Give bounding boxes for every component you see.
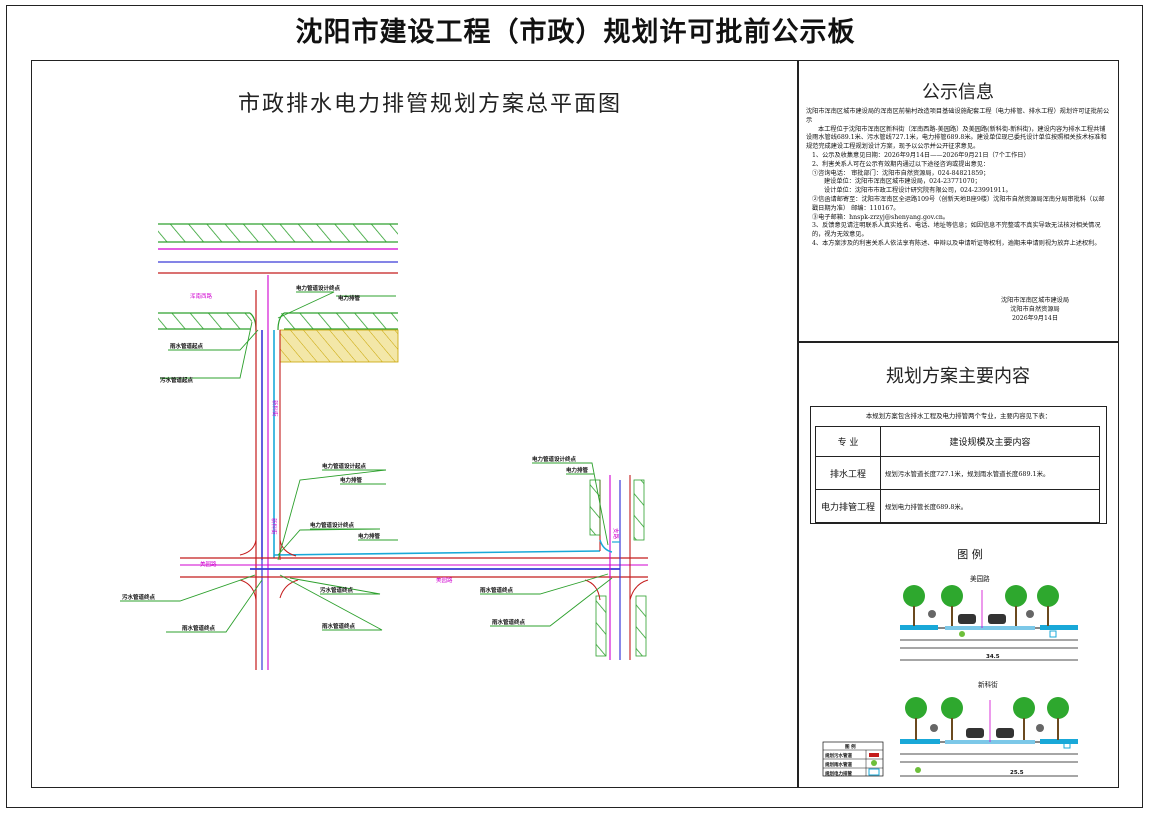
table-cell-major: 电力排管工程 [815, 489, 881, 523]
panel-divider-horizontal [797, 341, 1119, 343]
road-label-meiyuan-east: 美园路 [436, 576, 453, 584]
road-branch [589, 475, 647, 660]
road-label-meiyuan-west: 美园路 [200, 560, 217, 568]
legend-key-table: 图 例 规划污水管道 规划雨水管道 规划电力排管 [822, 741, 884, 777]
legend-title: 图 例 [957, 548, 983, 561]
board-inner-frame [31, 60, 1119, 788]
notice-item2e: ③电子邮箱：hnspk-zrzyj@shenyang.gov.cn。 [812, 213, 949, 221]
notice-item2a: ①咨询电话： 审批部门：沈阳市自然资源局，024-84821859； [812, 169, 990, 177]
notice-sign-date: 2026年9月14日 [1011, 315, 1059, 322]
green-belt-middle [158, 312, 399, 363]
content-title: 规划方案主要内容 [886, 366, 1030, 387]
table-row: 电力排管工程 规划电力排管长度689.8米。 [815, 489, 1100, 523]
notice-item2c: 设计单位：沈阳市市政工程设计研究院有限公司，024-23991911。 [824, 187, 1012, 195]
content-table: 专 业 建设规模及主要内容 排水工程 规划污水管道长度727.1米，规划雨水管道… [815, 426, 1100, 523]
legend-section-xinke-label: 新科街 [978, 681, 998, 689]
label-rain-start-1: 雨水管道起点 [170, 342, 204, 350]
legend-key-sewage: 规划污水管道 [825, 752, 852, 759]
table-row: 排水工程 规划污水管道长度727.1米，规划雨水管道长度689.1米。 [815, 456, 1100, 490]
plan-title: 市政排水电力排管规划方案总平面图 [237, 92, 622, 117]
table-cell-desc: 规划电力排管长度689.8米。 [880, 489, 1100, 523]
notice-sign-2: 沈阳市自然资源局 [1010, 306, 1060, 313]
label-rain-end-3: 雨水管道终点 [480, 586, 514, 594]
legend-key-rain: 规划雨水管道 [825, 761, 852, 768]
road-label-hunnan-west: 浑南西路 [190, 292, 213, 300]
cross-section-meiyuan: 34.5 [900, 585, 1078, 661]
notice-item4: 4、本方案涉及的利害关系人依法享有陈述、申辩以及申请听证等权利，逾期未申请则视为… [812, 239, 1101, 247]
table-header-row: 专 业 建设规模及主要内容 [815, 426, 1100, 457]
content-box [810, 406, 1107, 524]
table-cell-major: 排水工程 [815, 456, 881, 490]
label-sewage-start-1: 污水管道起点 [160, 376, 194, 384]
intersection-curves [239, 539, 649, 601]
table-cell-desc: 规划污水管道长度727.1米，规划雨水管道长度689.1米。 [880, 456, 1100, 490]
legend-section-meiyuan-label: 美园路 [970, 575, 990, 583]
table-header-major: 专 业 [815, 426, 881, 457]
legend-swatch-rain [871, 760, 877, 766]
label-power-design-end-2: 电力管道设计终点 [310, 521, 355, 529]
notice-body: 沈阳市浑南区城市建设局的浑南区前榆村改造项目基础设施配套工程（电力排管、排水工程… [806, 108, 1110, 249]
label-rain-end-4: 雨水管道终点 [492, 618, 526, 626]
notice-signature: 沈阳市浑南区城市建设局 沈阳市自然资源局 2026年9月14日 [960, 296, 1110, 323]
label-power-design-end-3: 电力管道设计终点 [532, 455, 577, 463]
panel-divider-vertical [797, 60, 799, 788]
board-outer-frame [6, 5, 1143, 808]
table-header-scale: 建设规模及主要内容 [880, 426, 1100, 457]
leader-lines [120, 291, 613, 633]
cross-section-xinke: 25.5 [900, 697, 1078, 777]
label-power-pipe-3: 电力排管 [358, 532, 381, 540]
section-width-meiyuan: 34.5 [986, 654, 1000, 660]
notice-item3: 3、反馈意见请注明联系人真实姓名、电话、地址等信息；如因信息不完整或不真实导致无… [812, 222, 1101, 239]
legend-key-power: 规划电力排管 [825, 770, 852, 777]
label-sewage-end-1: 污水管道终点 [122, 593, 156, 601]
green-belt-top [158, 223, 398, 243]
notice-para1: 本工程位于沈阳市浑南区新科街（浑南西路-美园路）及美园路(新科街-新科街)，建设… [806, 125, 1107, 151]
road-label-xinke: 新科街 [271, 400, 279, 417]
section-width-xinke: 25.5 [1010, 770, 1024, 776]
label-power-design-end-1: 电力管道设计终点 [296, 284, 341, 292]
notice-item2: 2、利害关系人可在公示有效期内通过以下途径咨询或提出意见： [812, 160, 990, 168]
road-hunnan-west [158, 248, 398, 274]
legend-swatch-power [868, 768, 880, 776]
label-power-pipe-4: 电力排管 [566, 466, 589, 474]
label-power-pipe-1: 电力排管 [338, 294, 361, 302]
board-title: 沈阳市建设工程（市政）规划许可批前公示板 [295, 17, 856, 48]
notice-title: 公示信息 [922, 82, 994, 103]
road-meiyuan [180, 550, 648, 578]
notice-heading: 沈阳市浑南区城市建设局的浑南区前榆村改造项目基础设施配套工程（电力排管、排水工程… [806, 108, 1110, 124]
notice-sign-1: 沈阳市浑南区城市建设局 [1000, 297, 1070, 304]
notice-item2d: ②信函请邮寄至：沈阳市浑南区全运路109号（创新天地B座9楼）沈阳市自然资源局浑… [812, 195, 1105, 212]
notice-item1: 1、公示及收集意见日期：2026年9月14日——2026年9月21日（7个工作日… [812, 151, 1030, 159]
label-sewage-end-2: 污水管道终点 [320, 586, 354, 594]
content-intro: 本规划方案包含排水工程及电力排管两个专业，主要内容见下表： [865, 412, 1052, 420]
label-rain-end-1: 雨水管道终点 [182, 624, 216, 632]
label-power-pipe-2: 电力排管 [340, 476, 363, 484]
road-label-branch: 支路 [612, 528, 620, 540]
notice-item2b: 建设单位：沈阳市浑南区城市建设局，024-23771070； [824, 178, 981, 186]
legend-swatch-sewage [869, 753, 879, 757]
label-rain-end-2: 雨水管道终点 [322, 622, 356, 630]
road-xinke [255, 275, 281, 670]
label-power-design-start: 电力管道设计起点 [322, 462, 367, 470]
legend-key-header: 图 例 [845, 743, 856, 750]
road-label-xinke-lower: 新科街 [270, 518, 278, 535]
